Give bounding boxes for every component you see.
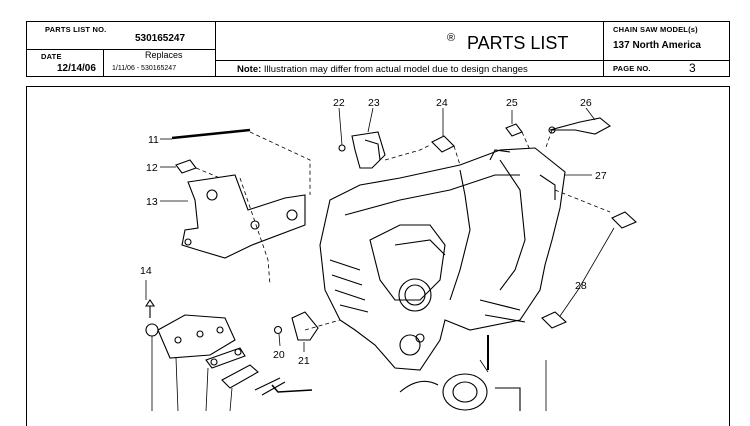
parts-list-header: PARTS LIST NO. 530165247 DATE 12/14/06 R… (26, 21, 730, 77)
note-label: Note: (237, 64, 262, 75)
replaces-value: 1/11/06 - 530165247 (112, 65, 177, 72)
header-divider (603, 22, 604, 76)
callout-28: 28 (575, 280, 587, 292)
header-divider (215, 60, 729, 61)
disclaimer-note: Note: Illustration may differ from actua… (237, 64, 528, 75)
date-label: DATE (41, 52, 62, 61)
callout-27: 27 (595, 170, 607, 182)
registered-mark: ® (447, 32, 456, 44)
callout-11: 11 (148, 134, 159, 146)
date-value: 12/14/06 (57, 63, 96, 74)
header-divider (27, 49, 215, 50)
header-divider (215, 22, 216, 76)
callout-12: 12 (146, 162, 158, 174)
callout-26: 26 (580, 97, 592, 109)
page-title: PARTS LIST (467, 33, 569, 53)
exploded-view-diagram (26, 86, 730, 426)
parts-list-no: 530165247 (135, 33, 186, 44)
header-divider (103, 49, 104, 76)
callout-22: 22 (333, 97, 345, 109)
parts-list-no-label: PARTS LIST NO. (45, 25, 107, 34)
model-value: 137 North America (613, 40, 701, 51)
callout-20: 20 (273, 349, 285, 361)
callout-23: 23 (368, 97, 380, 109)
callout-13: 13 (146, 196, 158, 208)
page-no: 3 (689, 61, 696, 75)
note-text: Illustration may differ from actual mode… (263, 64, 528, 75)
parts-illustration: 11 12 13 14 20 21 22 23 24 25 26 27 28 (140, 97, 638, 411)
callout-24: 24 (436, 97, 448, 109)
replaces-label: Replaces (145, 50, 183, 60)
callout-14: 14 (140, 265, 152, 277)
callout-21: 21 (298, 355, 310, 367)
callout-25: 25 (506, 97, 518, 109)
model-label: CHAIN SAW MODEL(s) (613, 25, 698, 34)
page-no-label: PAGE NO. (613, 64, 651, 73)
